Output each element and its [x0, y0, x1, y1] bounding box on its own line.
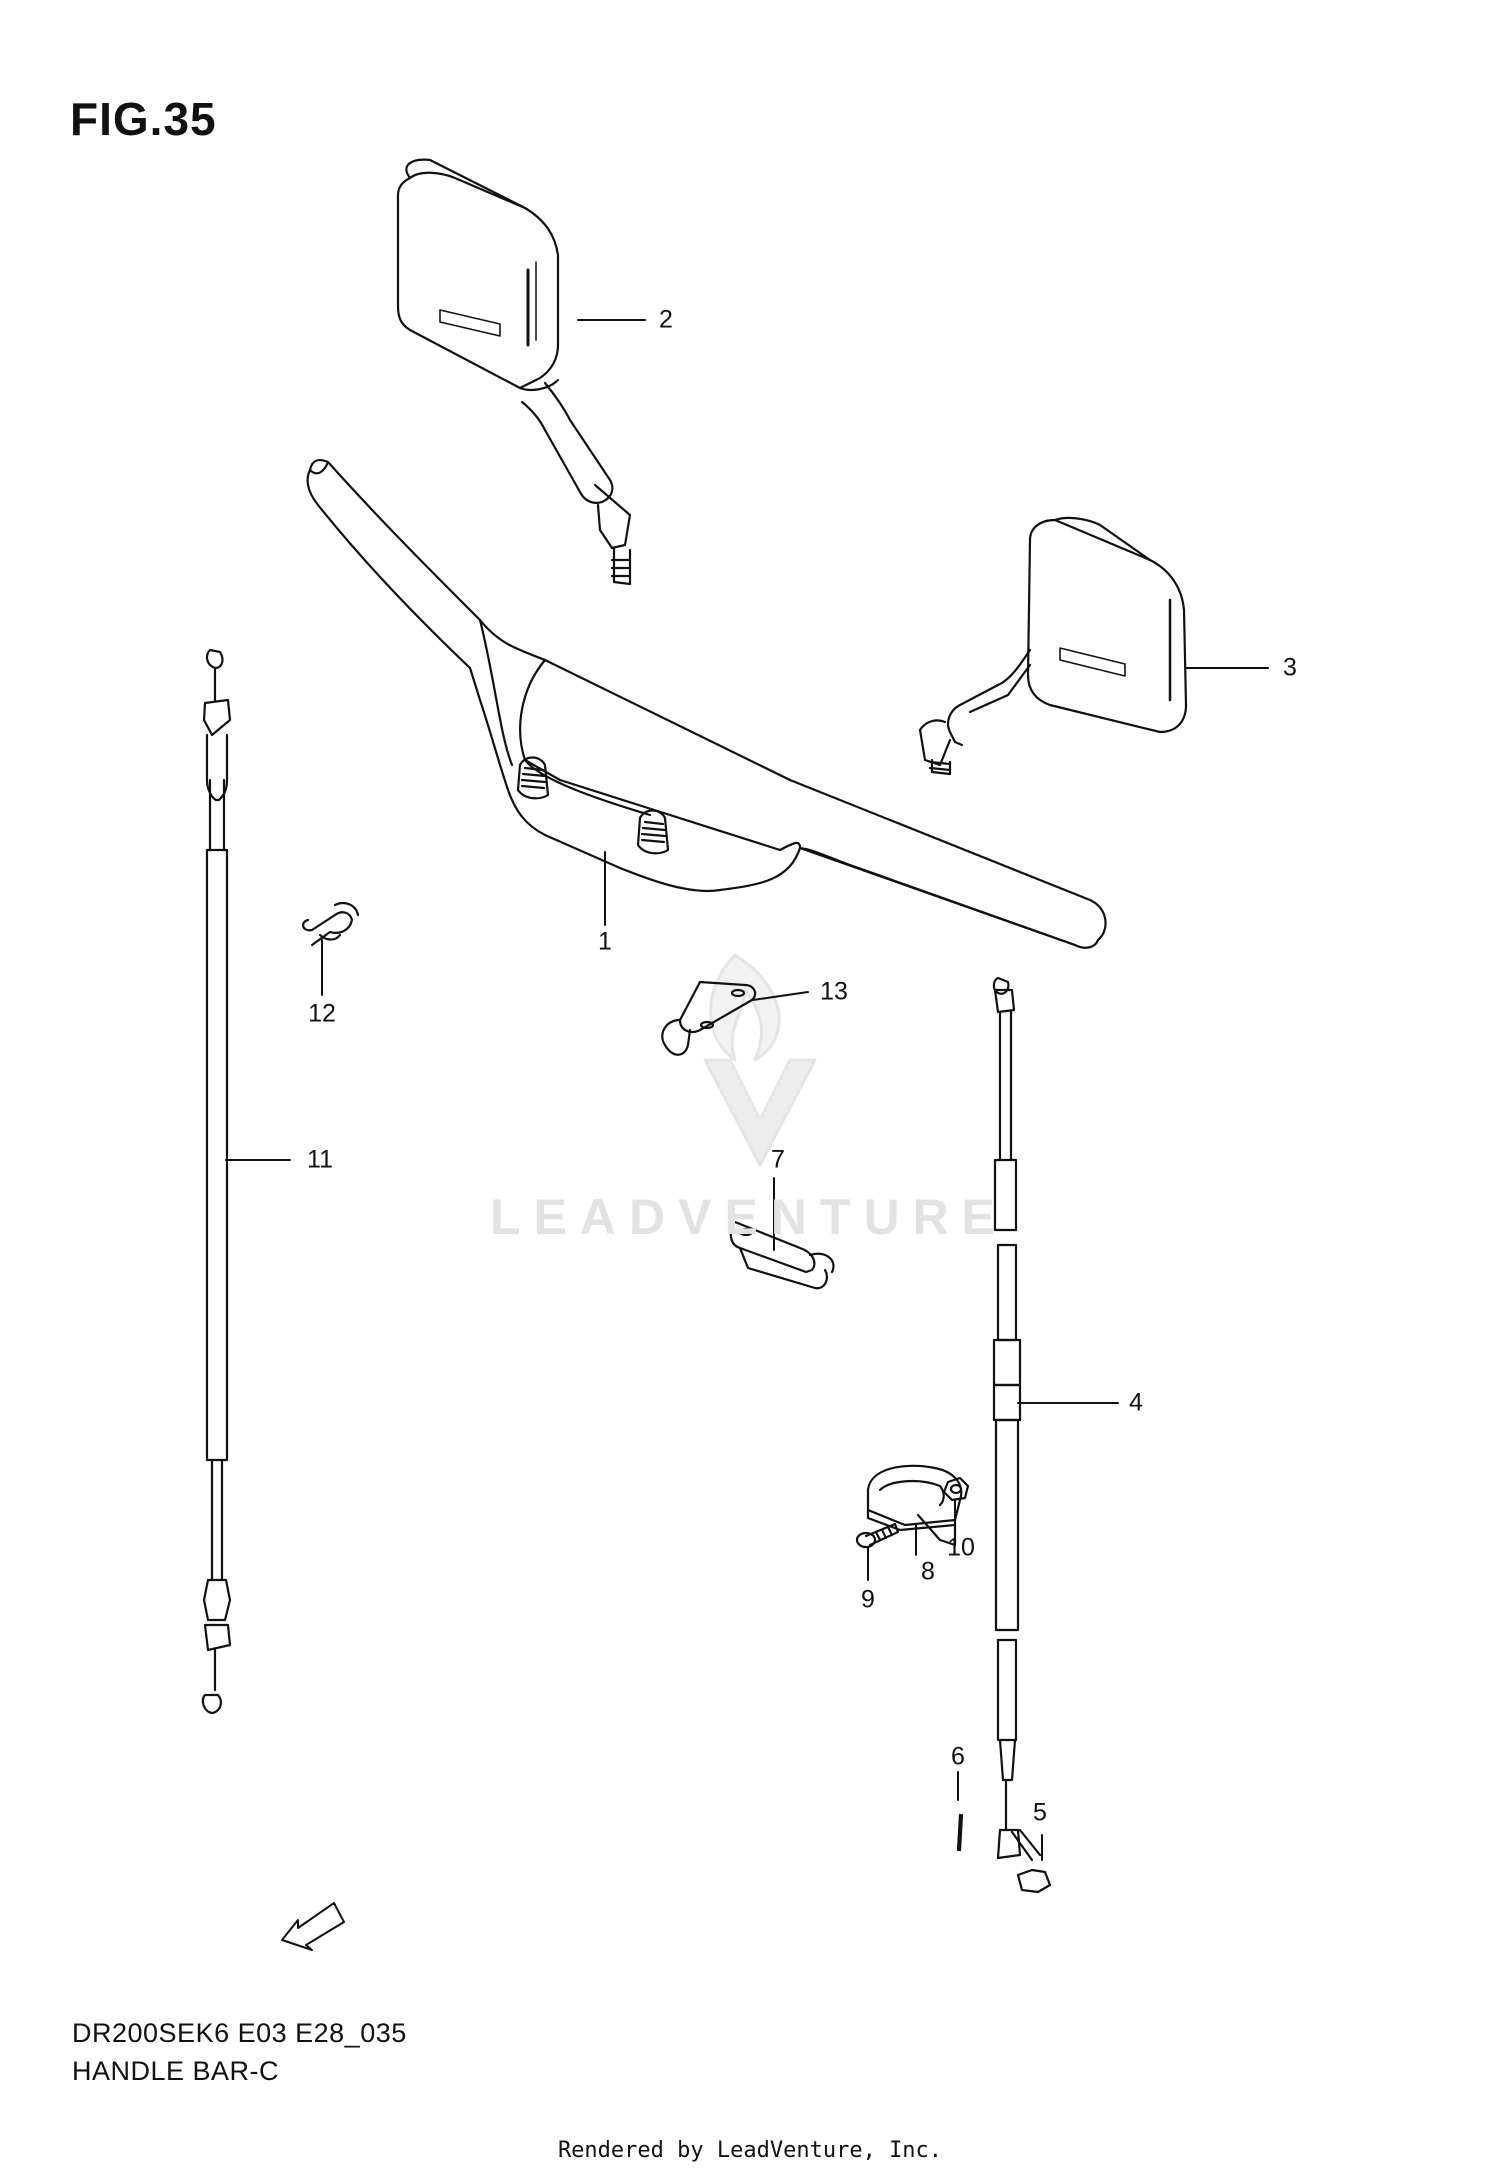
- bracket-part: [729, 1220, 835, 1290]
- mirror-left-part: [396, 158, 632, 586]
- leader-lines: [225, 319, 1269, 1861]
- footer-credit: Rendered by LeadVenture, Inc.: [557, 2138, 943, 2163]
- cable-long-part: [201, 648, 232, 1715]
- callout-7: 7: [771, 1145, 785, 1174]
- section-name: HANDLE BAR-C: [72, 2056, 280, 2086]
- callout-12: 12: [308, 999, 336, 1028]
- callout-6: 6: [951, 1742, 965, 1771]
- watermark-logo: [703, 953, 817, 1167]
- nut-part: [942, 1476, 970, 1502]
- callout-10: 10: [947, 1533, 975, 1562]
- callout-13: 13: [820, 977, 848, 1006]
- callout-11: 11: [307, 1145, 333, 1174]
- model-code: DR200SEK6 E03 E28_035: [72, 2018, 407, 2048]
- callout-8: 8: [921, 1557, 935, 1586]
- fwd-arrow-icon: [281, 1902, 345, 1951]
- guide-bracket-part: [661, 980, 757, 1056]
- watermark-brand: LEADVENTURE: [490, 1189, 1009, 1245]
- callout-1: 1: [598, 927, 612, 956]
- callout-9: 9: [861, 1585, 875, 1614]
- handlebar-part: [306, 459, 1107, 949]
- figure-title: FIG.35: [70, 93, 217, 145]
- mirror-right-part: [918, 516, 1188, 776]
- callout-3: 3: [1283, 653, 1297, 682]
- bolt-part: [1010, 1828, 1052, 1894]
- cable-clip-part: [302, 901, 360, 947]
- screw-part: [855, 1522, 900, 1549]
- callout-5: 5: [1033, 1798, 1047, 1827]
- pin-part: [956, 1813, 964, 1852]
- callout-4: 4: [1129, 1388, 1143, 1417]
- callout-2: 2: [659, 305, 673, 334]
- cable-part: [992, 976, 1022, 1860]
